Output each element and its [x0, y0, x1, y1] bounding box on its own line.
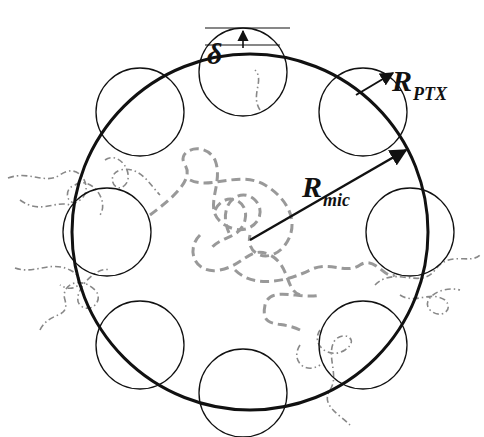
core-chains — [150, 149, 395, 330]
delta-label: δ — [207, 39, 222, 69]
radius-symbol: R — [392, 66, 412, 96]
r-mic-arrow — [250, 150, 406, 240]
micelle-outline — [72, 54, 428, 410]
radius-symbol: R — [302, 172, 322, 202]
ptx-particles — [63, 28, 454, 437]
r-ptx-arrow — [356, 73, 393, 95]
radius-subscript: mic — [323, 191, 350, 209]
corona-chains — [8, 70, 480, 425]
radius-subscript: PTX — [413, 85, 447, 103]
